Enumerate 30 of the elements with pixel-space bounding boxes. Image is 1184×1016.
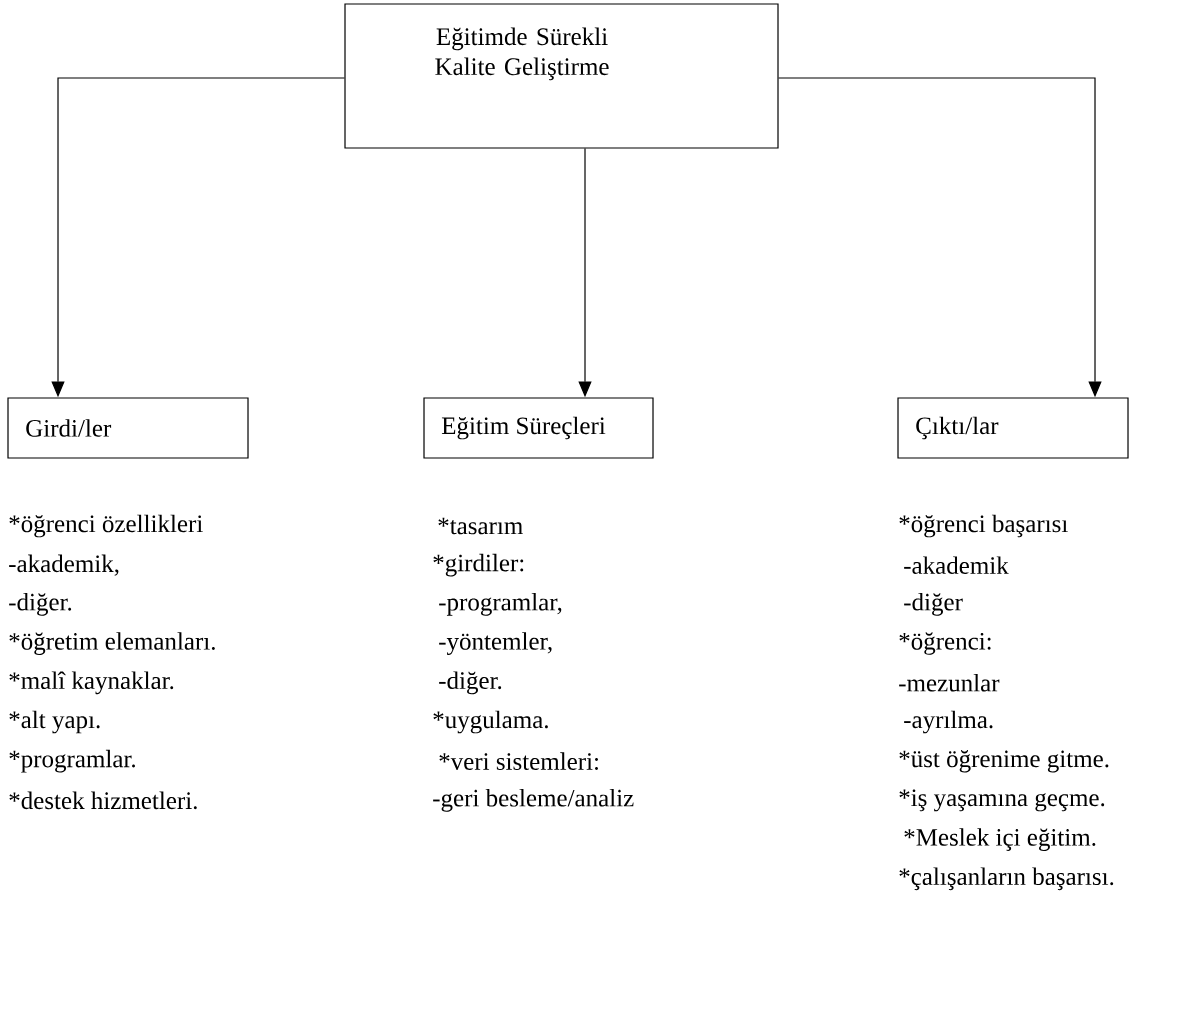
list-item: *Meslek içi eğitim.: [904, 828, 1096, 851]
list-item: *girdiler:: [433, 553, 524, 577]
list-item: *öğrenci özellikleri: [9, 514, 203, 538]
list-item: *iş yaşamına geçme.: [899, 789, 1105, 812]
title-box: Eğitimde Sürekli Kalite Geliştirme: [344, 3, 779, 149]
list-item: *çalışanların başarısı.: [899, 867, 1114, 891]
list-item: *üst öğrenime gitme.: [899, 749, 1109, 773]
list-item: -diğer: [904, 593, 963, 616]
list-item: -programlar,: [439, 593, 562, 616]
list-item: -mezunlar: [899, 674, 1000, 692]
list-item: *öğretim elemanları.: [9, 632, 215, 655]
list-item: -akademik,: [9, 554, 119, 576]
list-item: *malî kaynaklar.: [9, 671, 174, 695]
category-box: Girdi/ler: [7, 397, 249, 459]
list-item: -yöntemler,: [439, 632, 552, 655]
list-item: *uygulama.: [433, 710, 548, 734]
list-item: -diğer.: [439, 671, 502, 695]
list-item: *tasarım: [438, 517, 523, 535]
list-item: -diğer.: [9, 593, 72, 616]
category-box: Eğitim Süreçleri: [423, 397, 654, 459]
category-box: Çıktı/lar: [897, 397, 1129, 459]
list-item: -akademik: [904, 556, 1009, 574]
list-item: *veri sistemleri:: [439, 752, 598, 771]
list-item: -geri besleme/analiz: [433, 789, 634, 812]
list-item: *alt yapı.: [9, 710, 100, 734]
list-item: *destek hizmetleri.: [9, 791, 197, 810]
list-item: -ayrılma.: [904, 710, 993, 734]
list-item: *öğrenci:: [899, 632, 991, 655]
list-item: *programlar.: [9, 749, 135, 773]
list-item: *öğrenci başarısı: [899, 514, 1068, 538]
